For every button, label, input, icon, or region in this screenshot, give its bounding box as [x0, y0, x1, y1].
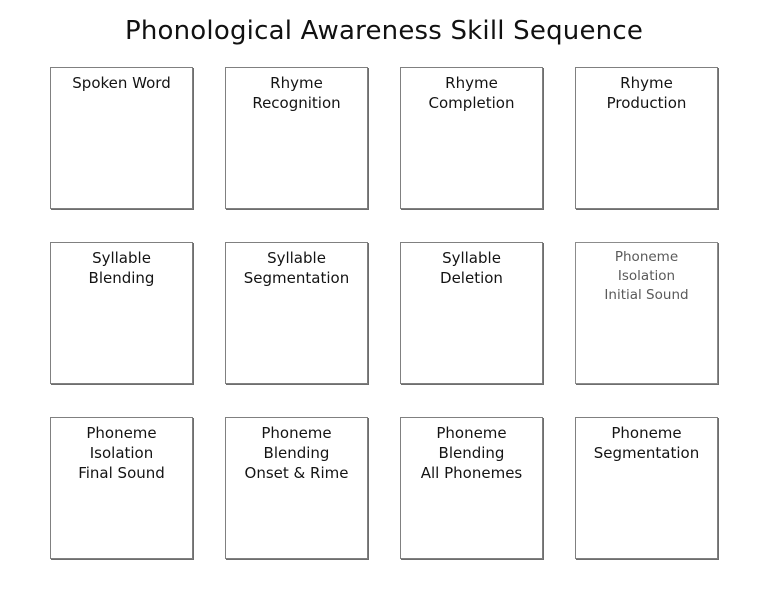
skill-box-rhyme-recognition: Rhyme Recognition — [225, 67, 368, 209]
skill-box-phoneme-blending-onset-rime: Phoneme Blending Onset & Rime — [225, 417, 368, 559]
skill-box-syllable-blending: Syllable Blending — [50, 242, 193, 384]
skill-box-syllable-deletion: Syllable Deletion — [400, 242, 543, 384]
skill-box-phoneme-blending-all-phonemes: Phoneme Blending All Phonemes — [400, 417, 543, 559]
skill-box-phoneme-isolation-final-sound: Phoneme Isolation Final Sound — [50, 417, 193, 559]
page-title: Phonological Awareness Skill Sequence — [124, 16, 644, 46]
skill-box-spoken-word: Spoken Word — [50, 67, 193, 209]
skill-box-rhyme-production: Rhyme Production — [575, 67, 718, 209]
skill-box-label: Spoken Word — [72, 74, 171, 92]
skill-box-phoneme-segmentation: Phoneme Segmentation — [575, 417, 718, 559]
skill-box-label: Rhyme Recognition — [252, 74, 341, 112]
skill-box-phoneme-isolation-initial-sound: Phoneme Isolation Initial Sound — [575, 242, 718, 384]
skill-grid: Spoken Word Rhyme Recognition Rhyme Comp… — [50, 67, 718, 559]
skill-box-label: Rhyme Production — [606, 74, 687, 112]
skill-box-label: Rhyme Completion — [428, 74, 515, 112]
skill-box-label: Phoneme Blending All Phonemes — [420, 424, 523, 482]
skill-box-label: Phoneme Isolation Final Sound — [78, 424, 165, 482]
skill-box-label: Syllable Blending — [88, 249, 155, 287]
skill-box-label: Syllable Deletion — [440, 249, 503, 287]
skill-box-label: Phoneme Isolation Initial Sound — [604, 249, 689, 303]
skill-box-syllable-segmentation: Syllable Segmentation — [225, 242, 368, 384]
skill-box-rhyme-completion: Rhyme Completion — [400, 67, 543, 209]
skill-box-label: Phoneme Blending Onset & Rime — [244, 424, 349, 482]
skill-box-label: Phoneme Segmentation — [593, 424, 700, 462]
skill-box-label: Syllable Segmentation — [243, 249, 350, 287]
